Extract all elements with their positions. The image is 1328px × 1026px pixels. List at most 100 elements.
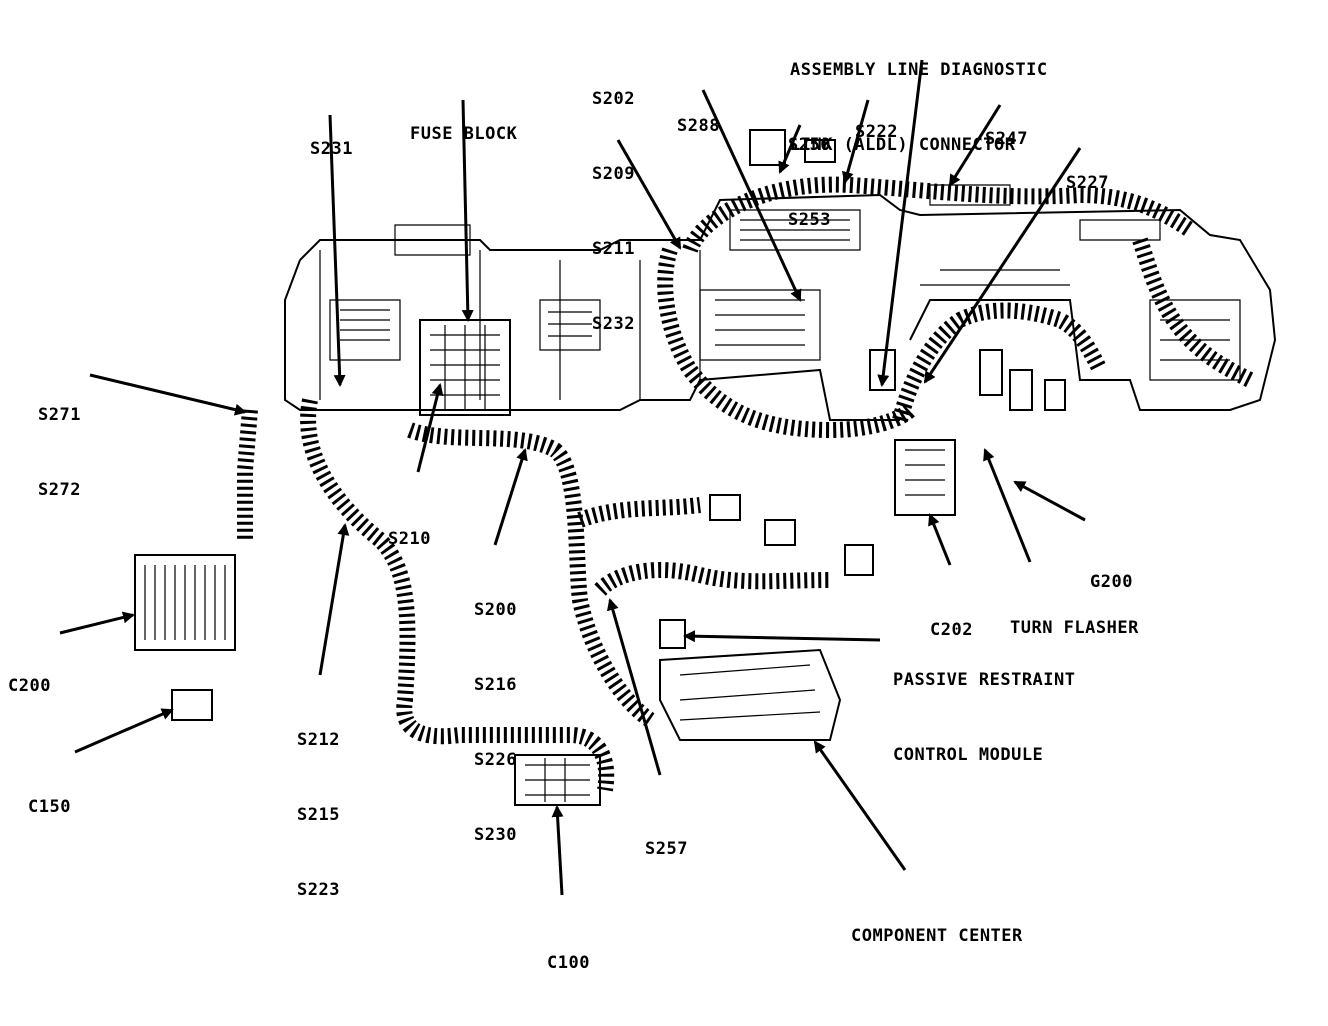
label-c202: C202 — [930, 568, 973, 693]
label-line: CONTROL MODULE — [893, 745, 1044, 765]
label-line: S247 — [985, 129, 1028, 149]
label-g200: G200 — [1090, 520, 1133, 645]
arrow-s250 — [778, 124, 802, 174]
harness-connector-1 — [709, 494, 741, 521]
label-line: S202 — [592, 89, 635, 109]
label-line: C150 — [28, 797, 71, 817]
label-s257: S257 — [645, 787, 688, 912]
label-s210: S210 — [388, 477, 431, 602]
c150-connector-shape — [171, 689, 213, 721]
label-line: S212 — [297, 730, 340, 750]
label-line: C200 — [8, 676, 51, 696]
s250-connector-shape — [749, 129, 786, 166]
c202-connector-shape — [894, 439, 956, 516]
label-s247: S247 — [985, 77, 1028, 202]
leader-lines — [59, 59, 1086, 896]
label-line: G200 — [1090, 572, 1133, 592]
label-line: S216 — [474, 675, 517, 695]
c200-connector-shape — [134, 554, 236, 651]
label-line: S230 — [474, 825, 517, 845]
label-s231: S231 — [310, 87, 353, 212]
label-line: S210 — [388, 529, 431, 549]
arrow-aldl — [877, 59, 924, 387]
label-line: COMPONENT CENTER — [851, 926, 1023, 946]
relay-shape — [1009, 369, 1033, 411]
label-line: C202 — [930, 620, 973, 640]
label-fuse-block: FUSE BLOCK — [410, 72, 517, 197]
label-line: TURN FLASHER — [1010, 618, 1139, 638]
arrow-s257 — [606, 598, 662, 776]
aldl-connector-shape — [869, 349, 896, 391]
label-s200-group: S200 S216 S226 S230 — [474, 548, 517, 898]
harness-illustration — [59, 59, 1277, 896]
arrow-s227 — [923, 147, 1082, 384]
label-line: S222 — [855, 122, 898, 142]
arrow-g200 — [1013, 480, 1086, 522]
arrow-turn-flasher — [983, 448, 1032, 563]
label-c200: C200 — [8, 624, 51, 749]
fuse-block-shape — [419, 319, 511, 416]
label-s250-group: S250 S253 — [788, 83, 831, 283]
relay-shape-2 — [1044, 379, 1066, 411]
label-s288: S288 — [677, 64, 720, 189]
label-line: S288 — [677, 116, 720, 136]
label-line: ASSEMBLY LINE DIAGNOSTIC — [790, 60, 1048, 80]
arrow-c150 — [74, 708, 174, 754]
label-c150: C150 — [28, 745, 71, 870]
label-s212-group: S212 S215 S223 — [297, 678, 340, 953]
arrow-c200 — [59, 611, 135, 635]
arrow-s247 — [948, 104, 1002, 187]
label-line: S232 — [592, 314, 635, 334]
label-s202-group: S202 S209 S211 S232 — [592, 37, 635, 387]
arrow-s200 — [493, 448, 528, 546]
arrow-s222 — [841, 99, 870, 184]
label-line: S215 — [297, 805, 340, 825]
s253-connector-shape — [804, 139, 836, 163]
arrow-s210 — [416, 383, 444, 473]
label-line: S211 — [592, 239, 635, 259]
arrow-component-center — [813, 740, 907, 871]
wiring-diagram: ASSEMBLY LINE DIAGNOSTIC LINK (ALDL) CON… — [8, 8, 1277, 973]
label-line: S250 — [788, 135, 831, 155]
harness-runs — [237, 176, 1254, 792]
label-line: S272 — [38, 480, 81, 500]
arrow-fuse-block — [461, 99, 474, 322]
label-line: S209 — [592, 164, 635, 184]
label-s222: S222 — [855, 70, 898, 195]
label-line: S257 — [645, 839, 688, 859]
label-line: S227 — [1066, 173, 1109, 193]
label-line: S231 — [310, 139, 353, 159]
label-passive-restraint: PASSIVE RESTRAINT CONTROL MODULE — [893, 618, 1076, 818]
passive-restraint-module-shape — [659, 619, 686, 649]
instrument-panel-carrier — [284, 184, 1277, 421]
label-line: S200 — [474, 600, 517, 620]
connectors — [134, 129, 1066, 806]
arrow-s212 — [318, 523, 350, 676]
label-line: S226 — [474, 750, 517, 770]
component-center-shape — [659, 648, 842, 741]
arrow-s231 — [328, 114, 346, 387]
label-c100: C100 — [547, 901, 590, 1026]
label-line: S223 — [297, 880, 340, 900]
arrow-s271 — [89, 373, 247, 416]
label-line: S253 — [788, 210, 831, 230]
label-line: FUSE BLOCK — [410, 124, 518, 144]
arrow-s288 — [701, 89, 802, 302]
label-line: PASSIVE RESTRAINT — [893, 670, 1076, 690]
label-line: LINK (ALDL) CONNECTOR — [790, 135, 1016, 155]
label-s227: S227 — [1066, 121, 1109, 246]
label-turn-flasher: TURN FLASHER — [1010, 566, 1139, 691]
label-line: C100 — [547, 953, 590, 973]
arrow-c100 — [551, 805, 564, 896]
arrow-passive-restraint — [683, 630, 881, 643]
label-s271-group: S271 S272 — [38, 353, 81, 553]
turn-flasher-shape — [979, 349, 1003, 396]
label-component-center: COMPONENT CENTER — [851, 874, 1023, 999]
arrow-c202 — [928, 513, 952, 566]
c100-connector-shape — [514, 754, 601, 806]
harness-connector-2 — [764, 519, 796, 546]
harness-connector-3 — [844, 544, 874, 576]
label-aldl: ASSEMBLY LINE DIAGNOSTIC LINK (ALDL) CON… — [790, 8, 1048, 208]
arrow-s202 — [616, 139, 682, 250]
label-line: S271 — [38, 405, 81, 425]
